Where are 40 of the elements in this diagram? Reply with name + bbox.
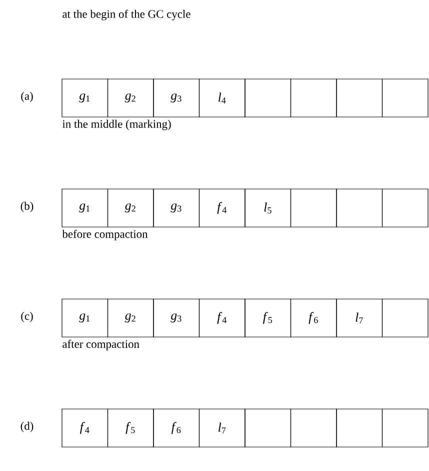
empty-cell <box>336 408 383 448</box>
empty-cell <box>290 78 337 118</box>
cell: f$_{4}$ <box>62 408 108 448</box>
cell: f$_{4}$ <box>198 188 246 228</box>
row-label: (a) <box>21 92 33 102</box>
empty-cell <box>382 408 428 448</box>
cell: f$_{5}$ <box>244 298 292 338</box>
row-label: (b) <box>20 202 34 212</box>
row-label: (d) <box>20 422 34 432</box>
caption: at the begin of the GC cycle <box>62 10 190 20</box>
cell: f$_{6}$ <box>290 298 337 338</box>
cell: g$_{3}$ <box>153 298 200 338</box>
row-label: (c) <box>21 312 33 322</box>
cell: f$_{6}$ <box>153 408 200 448</box>
caption: before compaction <box>62 230 148 240</box>
cell: f$_{5}$ <box>107 408 154 448</box>
cell: g$_{2}$ <box>107 298 154 338</box>
cell: g$_{3}$ <box>153 188 200 228</box>
empty-cell <box>290 408 337 448</box>
empty-cell <box>290 188 337 228</box>
empty-cell <box>244 408 292 448</box>
empty-cell <box>382 298 428 338</box>
cell: f$_{4}$ <box>198 298 246 338</box>
empty-cell <box>382 78 428 118</box>
empty-cell <box>336 78 383 118</box>
empty-cell <box>336 188 383 228</box>
cell: l$_{7}$ <box>198 408 246 448</box>
cell: g$_{1}$ <box>62 188 108 228</box>
cell: g$_{2}$ <box>107 188 154 228</box>
caption: in the middle (marking) <box>62 120 171 130</box>
cell: g$_{3}$ <box>153 78 200 118</box>
cell: l$_{7}$ <box>336 298 383 338</box>
cell: l$_{4}$ <box>198 78 246 118</box>
caption: after compaction <box>62 340 140 350</box>
cell: g$_{1}$ <box>62 298 108 338</box>
cell: g$_{1}$ <box>62 78 108 118</box>
empty-cell <box>244 78 292 118</box>
cell: g$_{2}$ <box>107 78 154 118</box>
empty-cell <box>382 188 428 228</box>
cell: l$_{5}$ <box>244 188 292 228</box>
